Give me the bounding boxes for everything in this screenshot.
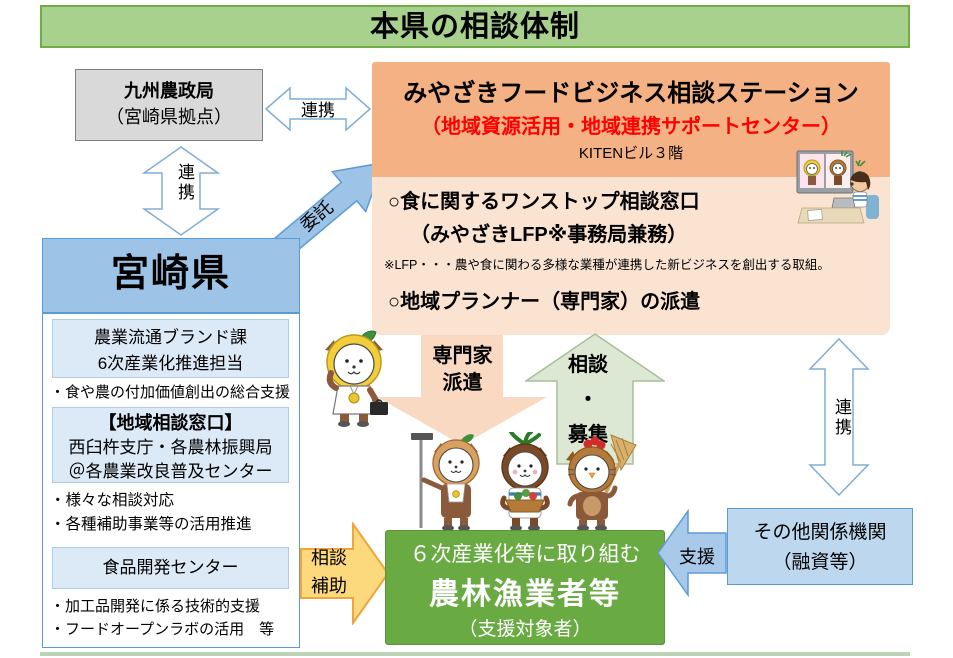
farmers-mascot-illustration bbox=[411, 432, 637, 531]
dept-regional-box: 【地域相談窓口】 西臼杵支庁・各農林振興局 ＠各農業改良普及センター bbox=[52, 407, 289, 483]
station-title: みやざきフードビジネス相談ステーション bbox=[403, 80, 859, 107]
kyushu-agency-subname: （宮崎県拠点） bbox=[106, 107, 232, 128]
renkei-top-label: 連携 bbox=[301, 101, 335, 120]
dept-food-bullet2: ・フードオープンラボの活用 等 bbox=[50, 621, 275, 639]
slide-bottom-edge bbox=[40, 652, 910, 656]
dispatch-label-line2: 派遣 bbox=[442, 372, 483, 394]
dept-food-center-bullets: ・加工品開発に係る技術的支援 ・フードオープンラボの活用 等 bbox=[50, 595, 274, 642]
renkei-right-label: 連携 bbox=[832, 398, 851, 438]
double-arrow-vertical-right-icon bbox=[808, 338, 870, 496]
shien-arrow-icon bbox=[657, 509, 727, 597]
dept-regional-bullet1: ・様々な相談対応 bbox=[50, 492, 175, 509]
station-item2: ○地域プランナー（専門家）の派遣 bbox=[388, 291, 701, 313]
dispatch-down-arrow-icon bbox=[377, 335, 547, 445]
miyazaki-detail-panel: 農業流通ブランド課 6次産業化推進担当 ・食や農の付加価値創出の総合支援 【地域… bbox=[42, 313, 300, 648]
miyazaki-pref-box: 宮崎県 bbox=[42, 238, 300, 313]
other-org-box: その他関係機関 （融資等） bbox=[727, 508, 913, 585]
target-line1: ６次産業化等に取り組む bbox=[409, 543, 641, 566]
dept-regional-bullets: ・様々な相談対応 ・各種補助事業等の活用推進 bbox=[50, 489, 252, 537]
dept-regional-title: 【地域相談窓口】 bbox=[98, 413, 243, 433]
dept-regional-line2: 西臼杵支庁・各農林振興局 bbox=[68, 438, 273, 458]
sodan-hojo-label-line2: 補助 bbox=[311, 575, 347, 596]
dispatch-label: 専門家 派遣 bbox=[400, 343, 525, 397]
page-title: 本県の相談体制 bbox=[40, 5, 910, 48]
renkei-left-label: 連携 bbox=[175, 163, 194, 203]
dept-food-center-box: 食品開発センター bbox=[52, 547, 289, 589]
station-item1-line1: ○食に関するワンストップ相談窓口 bbox=[388, 191, 700, 213]
video-call-illustration bbox=[796, 150, 879, 224]
dept-brand-box: 農業流通ブランド課 6次産業化推進担当 bbox=[52, 319, 289, 378]
station-note: ※LFP・・・農や食に関わる多様な業種が連携した新ビジネスを創出する取組。 bbox=[384, 258, 830, 272]
kyushu-agency-name: 九州農政局 bbox=[124, 81, 214, 101]
target-line2: 農林漁業者等 bbox=[429, 578, 621, 611]
shien-label: 支援 bbox=[679, 547, 715, 567]
dept-brand-line2: 6次産業化推進担当 bbox=[97, 354, 244, 374]
other-org-line2: （融資等） bbox=[772, 552, 868, 574]
dept-regional-bullet2: ・各種補助事業等の活用推進 bbox=[50, 516, 252, 534]
dept-food-bullet1: ・加工品開発に係る技術的支援 bbox=[50, 598, 261, 615]
sodan-hojo-arrow-icon bbox=[300, 522, 390, 625]
other-org-line1: その他関係機関 bbox=[753, 522, 887, 543]
station-body: ○食に関するワンストップ相談窓口 （みやざきLFP※事務局兼務） ※LFP・・・… bbox=[372, 177, 890, 335]
target-line3: （支援対象者） bbox=[458, 619, 592, 640]
sodan-hojo-label: 相談 補助 bbox=[303, 545, 355, 601]
double-arrow-horizontal-icon bbox=[265, 86, 371, 132]
dept-brand-bullet: ・食や農の付加価値創出の総合支援 bbox=[50, 384, 291, 401]
specialist-mascot-illustration bbox=[325, 330, 388, 427]
consult-label-dot: ・ bbox=[578, 389, 598, 411]
kyushu-agency-box: 九州農政局 （宮崎県拠点） bbox=[75, 69, 263, 141]
dept-regional-line3: ＠各農業改良普及センター bbox=[68, 461, 273, 481]
consult-label-line1: 相談 bbox=[568, 354, 608, 376]
station-item1-line2: （みやざきLFP※事務局兼務） bbox=[410, 224, 688, 246]
target-group-box: ６次産業化等に取り組む 農林漁業者等 （支援対象者） bbox=[385, 530, 665, 645]
dept-brand-line1: 農業流通ブランド課 bbox=[94, 328, 247, 347]
dispatch-label-line1: 専門家 bbox=[432, 345, 493, 367]
station-floor: KITENビル３階 bbox=[578, 145, 684, 162]
sodan-hojo-label-line1: 相談 bbox=[311, 548, 347, 568]
station-subtitle: （地域資源活用・地域連携サポートセンター） bbox=[421, 116, 841, 138]
double-arrow-vertical-left-icon bbox=[141, 146, 221, 236]
